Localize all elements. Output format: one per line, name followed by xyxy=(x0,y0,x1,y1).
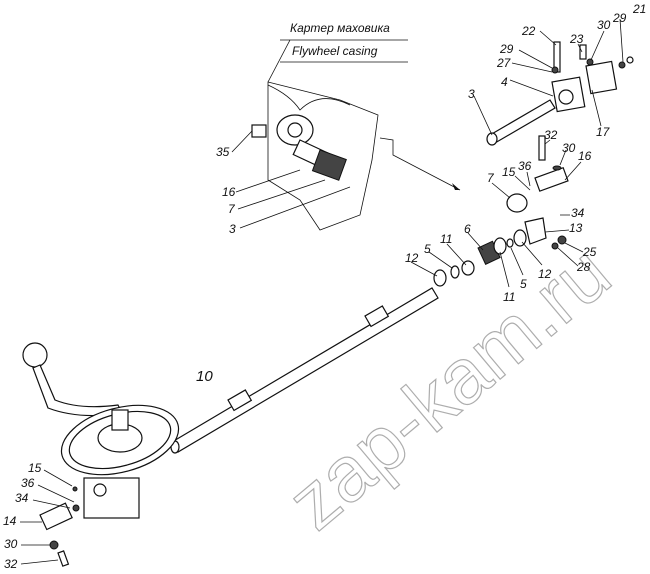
label-3: 3 xyxy=(229,222,236,236)
label-30: 30 xyxy=(562,141,576,155)
label-7: 7 xyxy=(487,171,495,185)
label-30: 30 xyxy=(597,18,611,32)
label-16: 16 xyxy=(578,149,592,163)
label-29: 29 xyxy=(612,11,627,25)
label-27: 27 xyxy=(496,56,512,70)
label-32: 32 xyxy=(4,557,18,571)
label-10: 10 xyxy=(196,368,213,385)
leader-lines xyxy=(20,18,624,565)
label-11: 11 xyxy=(440,232,452,246)
label-4: 4 xyxy=(501,75,508,89)
label-16: 16 xyxy=(222,185,236,199)
label-34: 34 xyxy=(571,206,585,220)
label-15: 15 xyxy=(502,165,516,179)
caption-en: Flywheel casing xyxy=(292,44,378,58)
label-36: 36 xyxy=(518,159,532,173)
caption-ru: Картер маховика xyxy=(290,21,390,35)
label-29: 29 xyxy=(499,42,514,56)
label-13: 13 xyxy=(569,221,583,235)
upper-assembly xyxy=(486,41,634,213)
callout-labels: 22 29 27 4 23 30 29 21 3 17 32 30 16 15 … xyxy=(3,2,646,571)
label-34: 34 xyxy=(15,491,29,505)
label-22: 22 xyxy=(521,24,536,38)
label-21: 21 xyxy=(632,2,646,16)
label-5: 5 xyxy=(520,277,527,291)
label-12: 12 xyxy=(405,251,419,265)
label-14: 14 xyxy=(3,514,17,528)
label-6: 6 xyxy=(464,222,471,236)
label-28: 28 xyxy=(576,260,591,274)
label-3: 3 xyxy=(468,87,475,101)
label-17: 17 xyxy=(596,125,611,139)
label-25: 25 xyxy=(582,245,597,259)
label-35: 35 xyxy=(216,145,230,159)
label-11: 11 xyxy=(503,290,515,304)
label-12: 12 xyxy=(538,267,552,281)
gear-lever-assembly xyxy=(22,342,180,567)
label-15: 15 xyxy=(28,461,42,475)
label-32: 32 xyxy=(544,128,558,142)
label-36: 36 xyxy=(21,476,35,490)
watermark: zap-kam.ru xyxy=(271,228,626,546)
flywheel-casing-inset xyxy=(251,39,461,231)
seal-parts xyxy=(433,217,567,287)
label-23: 23 xyxy=(569,32,584,46)
label-5: 5 xyxy=(424,242,431,256)
label-7: 7 xyxy=(228,202,236,216)
label-30: 30 xyxy=(4,537,18,551)
